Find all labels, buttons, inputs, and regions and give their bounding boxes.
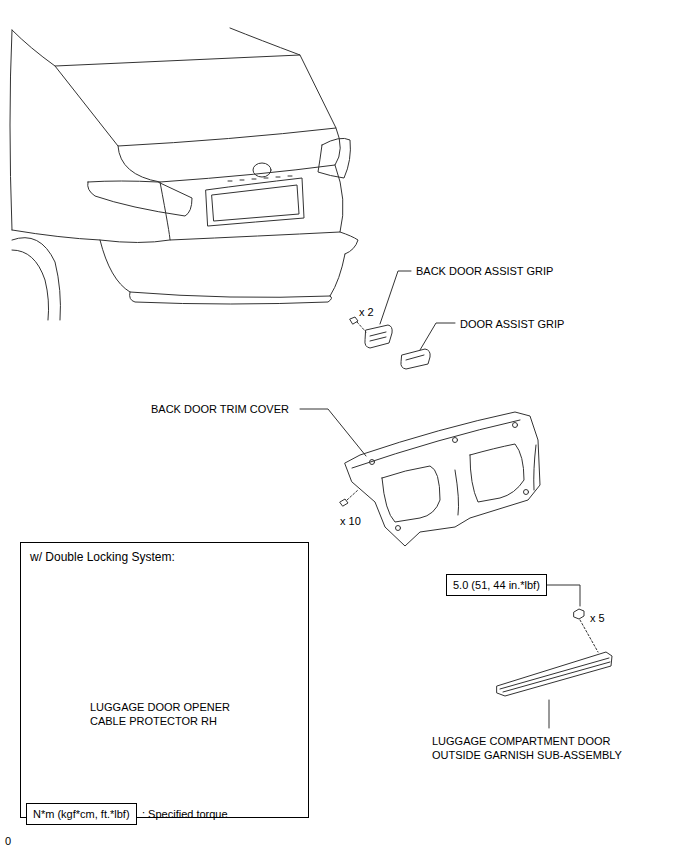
figure-number: 0 xyxy=(5,834,11,848)
license-plate xyxy=(206,178,304,226)
garnish-detail xyxy=(500,658,610,692)
leader-line xyxy=(547,585,580,606)
rear-bumper xyxy=(12,230,358,297)
window-dots xyxy=(228,176,292,181)
box-text: N*m (kgf*cm, ft.*lbf) xyxy=(33,807,130,821)
clip-hole xyxy=(370,460,375,465)
torque-box: 5.0 (51, 44 in.*lbf) xyxy=(446,574,547,596)
leader-line xyxy=(549,700,550,728)
back-door-assist-grip xyxy=(350,271,411,348)
vehicle-illustration xyxy=(10,28,358,320)
leader-line xyxy=(300,409,366,456)
door-assist-grip xyxy=(401,323,455,369)
leader-line xyxy=(380,271,411,324)
rear-window xyxy=(55,55,336,146)
trim-cover-rim xyxy=(352,420,536,490)
rear-wheel-arch xyxy=(12,238,60,320)
box-text: 5.0 (51, 44 in.*lbf) xyxy=(453,578,540,592)
screw-axis xyxy=(357,322,366,332)
trim-cover-recess xyxy=(455,470,459,515)
nut-symbol xyxy=(574,609,584,619)
license-plate-inner xyxy=(212,185,299,221)
bumper-lower xyxy=(130,292,332,304)
quantity-label: x 5 xyxy=(590,611,605,625)
torque-legend-box: N*m (kgf*cm, ft.*lbf): Specified torque xyxy=(26,803,137,825)
box-text: w/ Double Locking System: xyxy=(30,550,175,564)
screw-symbol xyxy=(350,317,358,324)
part-name: DOOR ASSIST GRIP xyxy=(460,317,564,331)
part-name: BACK DOOR TRIM COVER xyxy=(151,402,289,416)
tail-light-left xyxy=(88,181,192,216)
part-name: LUGGAGE COMPARTMENT DOOR OUTSIDE GARNISH… xyxy=(432,734,632,762)
emblem xyxy=(253,163,271,177)
variant-box: w/ Double Locking System: LUGGAGE DOOR OP… xyxy=(20,542,309,818)
grip-detail xyxy=(406,355,424,360)
trim-cover-recess xyxy=(470,444,524,502)
outside-garnish xyxy=(497,609,612,728)
car-body-side xyxy=(10,30,12,230)
tail-light-right xyxy=(318,138,350,178)
trunk-lid xyxy=(118,128,340,182)
grip-detail xyxy=(370,332,386,341)
quantity-label: x 2 xyxy=(359,305,374,319)
clip-hole xyxy=(396,526,401,531)
box-note: LUGGAGE DOOR OPENER CABLE PROTECTOR RH xyxy=(90,700,240,728)
grip-part xyxy=(401,349,430,369)
clip-hole xyxy=(524,490,529,495)
trim-cover-outline xyxy=(345,412,540,546)
rear-tire xyxy=(12,250,49,320)
box-note: : Specified torque xyxy=(142,807,228,821)
clip-hole xyxy=(453,438,458,443)
car-roof xyxy=(12,28,300,66)
part-name: BACK DOOR ASSIST GRIP xyxy=(416,264,553,278)
grip-part xyxy=(365,325,392,348)
clip-hole xyxy=(513,423,518,428)
trunk-edge xyxy=(160,165,343,240)
nut-axis xyxy=(580,620,598,652)
back-door-trim-cover xyxy=(300,409,540,546)
garnish-part xyxy=(497,652,612,696)
quantity-label: x 10 xyxy=(340,514,361,528)
trim-cover-recess xyxy=(382,466,440,522)
leader-line xyxy=(420,323,455,350)
screw-axis xyxy=(347,490,358,500)
